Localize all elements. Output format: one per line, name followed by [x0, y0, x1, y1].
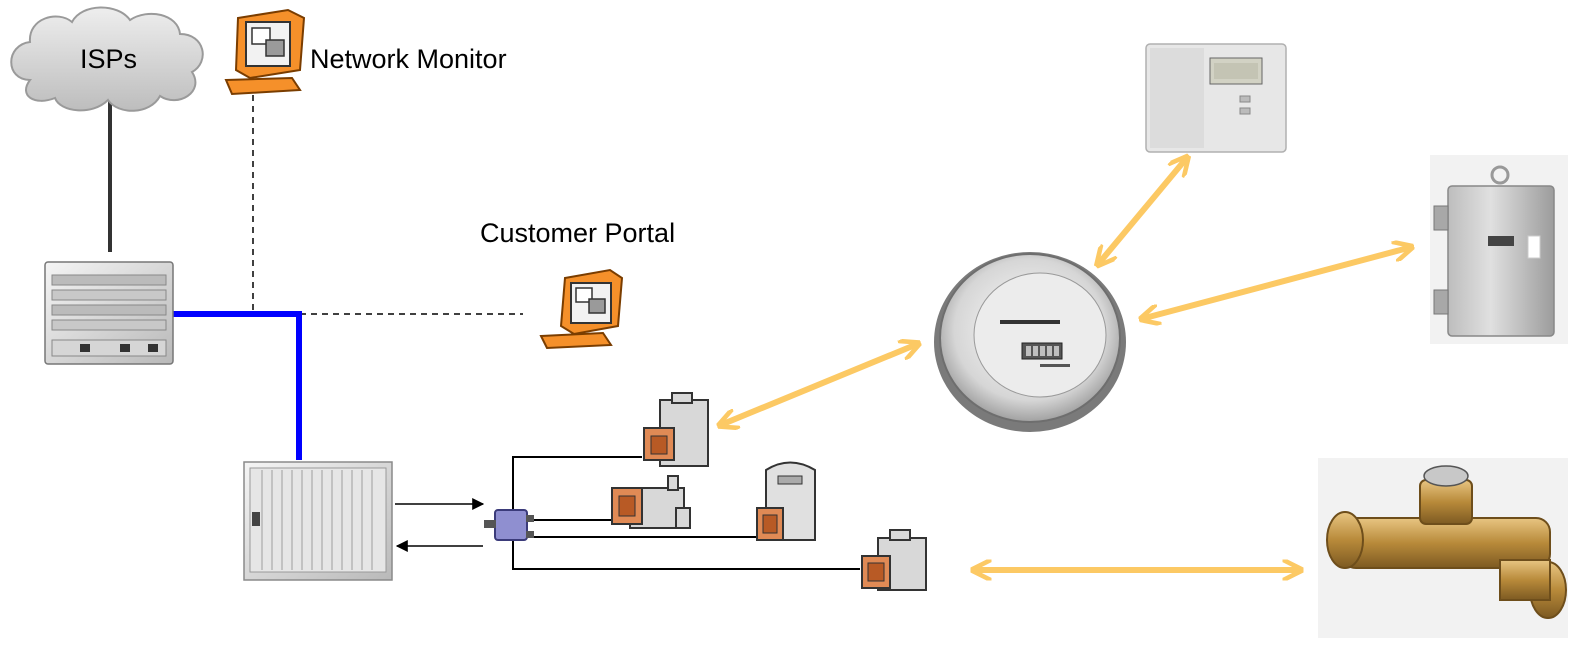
backbone-link — [172, 311, 302, 460]
thermostat — [1145, 43, 1287, 153]
water-meter — [1318, 458, 1568, 638]
building-meter-1 — [643, 392, 709, 467]
customer-portal-computer — [539, 268, 624, 350]
wireless-links — [723, 160, 1408, 570]
network-monitor-label: Network Monitor — [310, 44, 507, 74]
wired-distribution — [512, 456, 860, 570]
splitter — [484, 509, 534, 541]
customer-portal-label: Customer Portal — [480, 218, 676, 248]
electric-meter — [934, 252, 1126, 432]
isps-label: ISPs — [80, 44, 138, 74]
load-control-box — [1430, 155, 1568, 344]
network-monitor-computer — [224, 8, 306, 96]
building-meter-3 — [756, 461, 816, 541]
building-meter-4 — [861, 529, 927, 591]
router-chassis — [44, 261, 174, 365]
headend-chassis — [243, 461, 393, 581]
building-meter-2 — [611, 475, 691, 529]
isp-cloud — [10, 6, 204, 112]
